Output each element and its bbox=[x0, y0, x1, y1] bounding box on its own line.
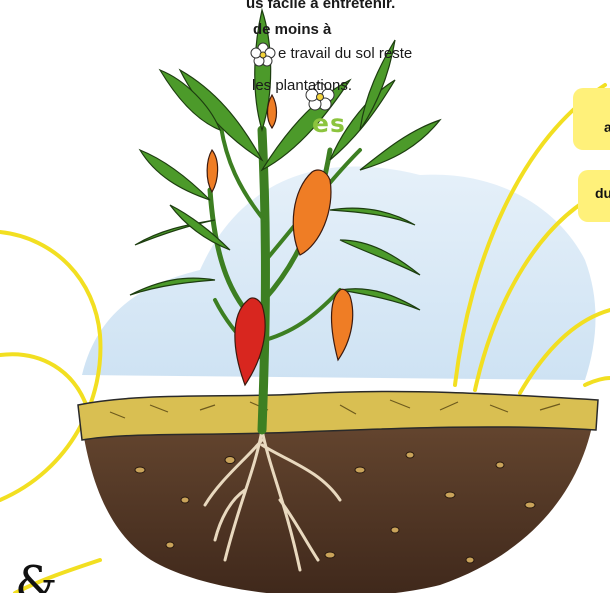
intro-line-3: e travail du sol reste bbox=[278, 45, 412, 63]
section-heading-fragment: es bbox=[312, 109, 346, 138]
intro-line-2: de moins à bbox=[253, 21, 331, 39]
intro-line-4: les plantations. bbox=[252, 77, 352, 95]
intro-line-1: us facile à entretenir. bbox=[246, 0, 395, 13]
callout-box-top: a bbox=[573, 88, 610, 150]
corner-glyph: & bbox=[15, 556, 58, 593]
callout-middle-text: du bbox=[595, 185, 610, 201]
pepper-small-left bbox=[207, 150, 218, 192]
callout-top-text: a bbox=[604, 119, 610, 135]
callout-box-middle: du bbox=[578, 170, 610, 222]
